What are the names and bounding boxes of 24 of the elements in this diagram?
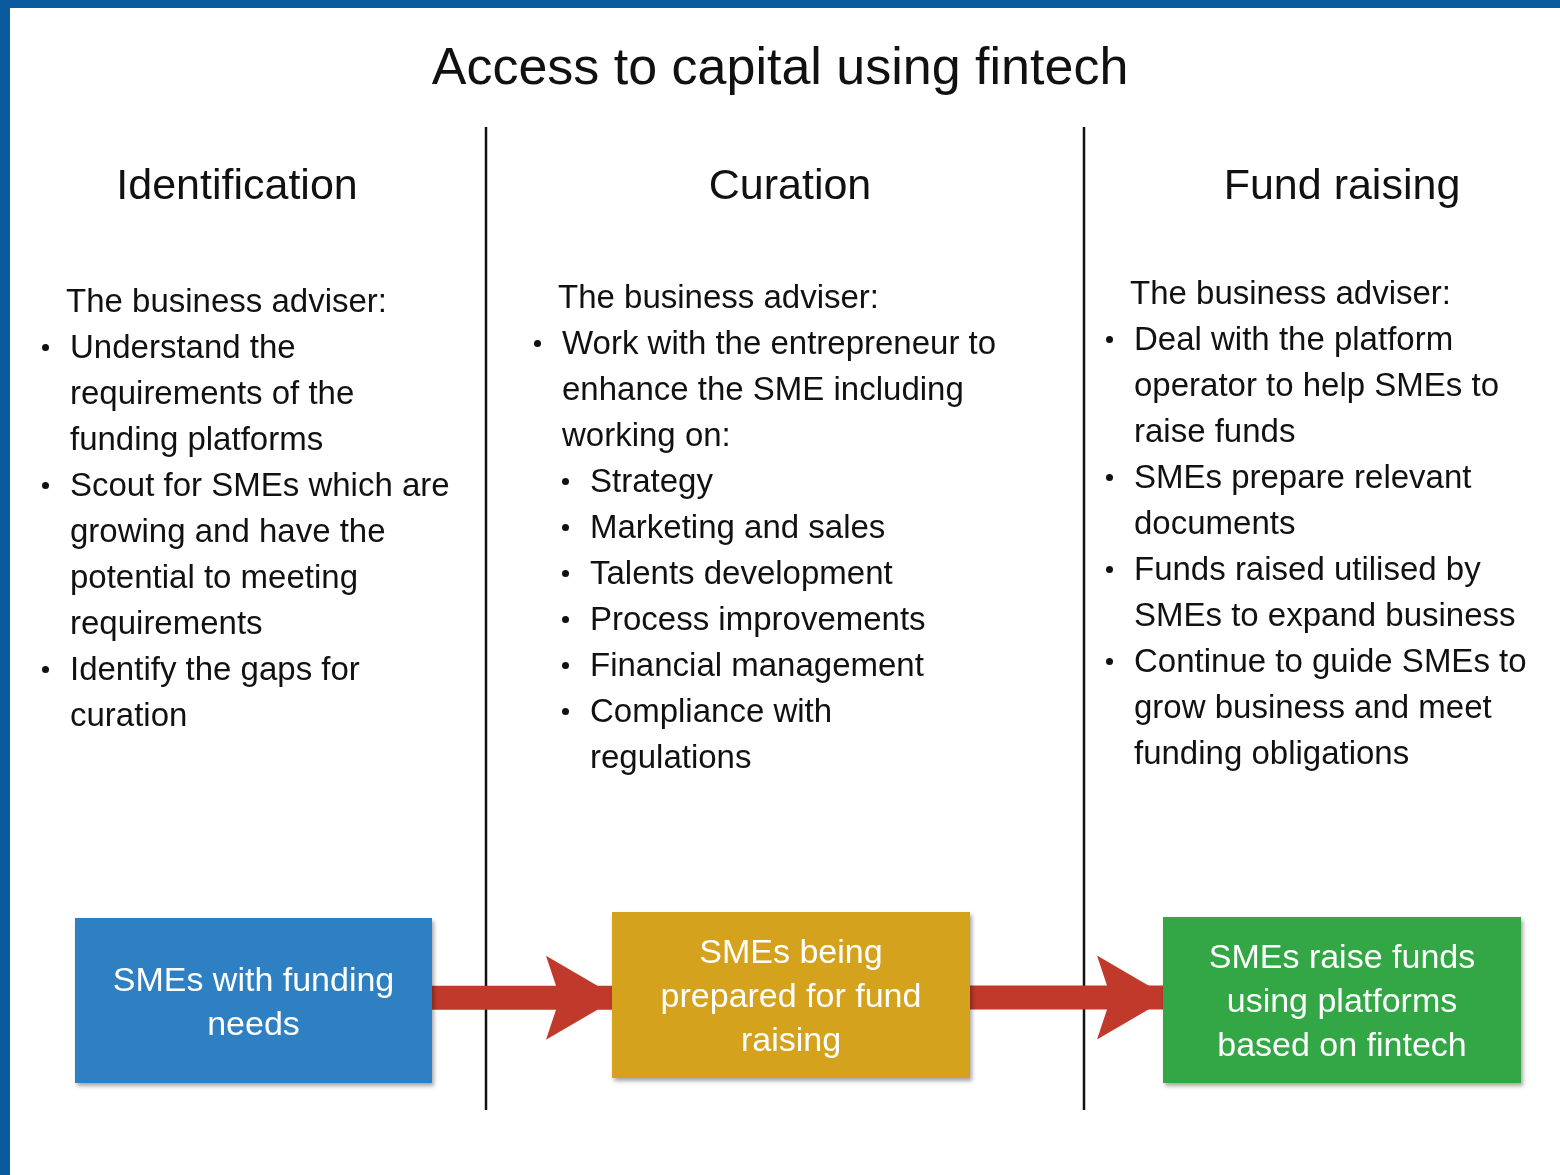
bullet-item: Deal with the platform operator to help SMEs to raise funds <box>1100 316 1558 454</box>
intro-text: The business adviser: <box>557 277 880 317</box>
intro-text: The business adviser: <box>65 281 388 321</box>
sub-bullet-item: Talents development <box>528 550 998 596</box>
sub-bullet-item: Compliance with regulations <box>528 688 998 780</box>
bullet-item: Funds raised utilised by SMEs to expand business <box>1100 546 1558 638</box>
bullet-item: Scout for SMEs which are growing and have the potential to meeting requirements <box>36 462 466 646</box>
bullet-item: Understand the requirements of the funding platforms <box>36 324 466 462</box>
intro-text: The business adviser: <box>1129 273 1452 313</box>
diagram-title: Access to capital using fintech <box>430 36 1130 96</box>
sub-bullet-item: Financial management <box>528 642 998 688</box>
bullet-item: Continue to guide SMEs to grow business and meet funding obligations <box>1100 638 1558 776</box>
bullet-item: Work with the entrepreneur to enhance the SME including working on: <box>528 320 998 458</box>
column-heading: Curation <box>707 160 873 209</box>
sub-bullet-item: Marketing and sales <box>528 504 998 550</box>
column-heading: Fund raising <box>1222 160 1462 209</box>
bullet-item: Identify the gaps for curation <box>36 646 466 738</box>
sub-bullet-item: Strategy <box>528 458 998 504</box>
process-box: SMEs with funding needs <box>75 918 432 1083</box>
bullet-item: SMEs prepare relevant documents <box>1100 454 1558 546</box>
column-heading: Identification <box>115 160 359 209</box>
sub-bullet-item: Process improvements <box>528 596 998 642</box>
process-box: SMEs raise funds using platforms based on fintech <box>1163 917 1521 1083</box>
process-box: SMEs being prepared for fund raising <box>612 912 970 1078</box>
